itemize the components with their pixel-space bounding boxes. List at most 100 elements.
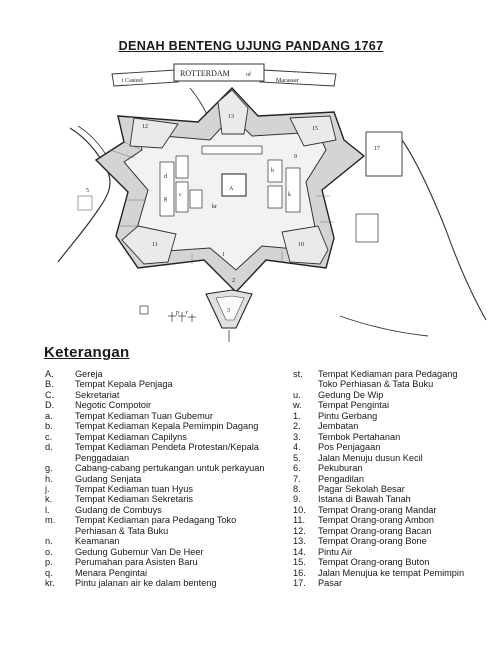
legend-value: Pengadilan <box>318 473 364 484</box>
legend-row: 8.Pagar Sekolah Besar <box>293 484 498 494</box>
legend-key: d. <box>45 442 53 453</box>
legend-value: Cabang-cabang pertukangan untuk perkayua… <box>75 463 265 474</box>
legend-value: Tempat Orang-orang Bone <box>318 536 427 547</box>
legend-value: Pintu Gerbang <box>318 410 378 421</box>
label-p: p <box>176 310 179 316</box>
legend-row: Penggadaian <box>45 453 295 463</box>
legend-row: 2. Jembatan <box>293 421 498 431</box>
legend-key: 1. <box>293 410 301 421</box>
legend-row: w.Tempat Pengintai <box>293 400 498 410</box>
legend-row: b.Tempat Kediaman Kepala Pemimpin Dagang <box>45 421 295 431</box>
bastion-15 <box>289 115 337 147</box>
river-right <box>401 139 487 321</box>
legend-key: q. <box>45 567 53 578</box>
legend-row: q. Menara Pengintai <box>45 568 295 578</box>
keterangan-heading: Keterangan <box>44 344 130 361</box>
river-left <box>57 127 111 263</box>
legend-value: Pagar Sekolah Besar <box>318 483 405 494</box>
legend-key: 6. <box>293 463 301 474</box>
legend-row: 3. Tembok Pertahanan <box>293 432 498 442</box>
church-a <box>221 173 247 197</box>
legend-row: k. Tempat Kediaman Sekretaris <box>45 494 295 504</box>
legend-value: Gudang Senjata <box>75 473 142 484</box>
building-17 <box>365 131 403 177</box>
legend-value: Tembok Pertahanan <box>318 431 401 442</box>
legend-row: 10.Tempat Orang-orang Mandar <box>293 505 498 515</box>
legend-key: 12. <box>293 525 306 536</box>
legend-row: m.Tempat Kediaman para Pedagang Toko <box>45 515 295 525</box>
label-c: c <box>179 192 182 198</box>
legend-row: C.Sekretariat <box>45 390 295 400</box>
legend-value: Pos Penjagaan <box>318 442 381 453</box>
label-5: 5 <box>86 188 89 194</box>
legend-key: B. <box>45 379 54 390</box>
label-kr: kr <box>212 204 217 210</box>
label-12: 12 <box>142 124 148 130</box>
legend-row: B. Tempat Kepala Penjaga <box>45 379 295 389</box>
legend-value: Tempat Orang-orang Bacan <box>318 525 432 536</box>
legend-key: m. <box>45 515 56 526</box>
legend-value: Keamanan <box>75 536 120 547</box>
legend-row: 9.Istana di Bawah Tanah <box>293 494 498 504</box>
legend-value: Tempat Kediaman Pendeta Protestan/Kepala <box>75 442 259 453</box>
legend-value: Tempat Kediaman Capilyns <box>75 431 187 442</box>
legend-key: 2. <box>293 421 301 432</box>
legend-key: 13. <box>293 536 306 547</box>
legend-row: h.Gudang Senjata <box>45 474 295 484</box>
legend-value: Jalan Menuju dusun Kecil <box>318 452 423 463</box>
legend-value: Sekretariat <box>75 389 120 400</box>
legend-value: Gedung Gubemur Van De Heer <box>75 546 204 557</box>
legend-row: 16.Jalan Menujua ke tempat Pemimpin <box>293 568 498 578</box>
bastion-10 <box>281 225 329 265</box>
legend-key <box>45 453 75 463</box>
legend-value: Gudang de Combuys <box>75 504 162 515</box>
legend-row: Toko Perhiasan & Tata Buku <box>293 379 498 389</box>
banner-left-text: t Casteel <box>122 78 143 84</box>
legend-value: Tempat Kediaman Tuan Gubemur <box>75 410 213 421</box>
legend-row: d. Tempat Kediaman Pendeta Protestan/Kepa… <box>45 442 295 452</box>
legend-row: p.Perumahan para Asisten Baru <box>45 557 295 567</box>
bastion-12 <box>129 117 179 149</box>
bastion-11 <box>121 225 177 265</box>
label-2: 2 <box>232 278 235 284</box>
legend-key: k. <box>45 494 53 505</box>
legend-key: a. <box>45 410 53 421</box>
legend-value: Tempat Kediaman Sekretaris <box>75 494 193 505</box>
legend-value: Menara Pengintai <box>75 567 148 578</box>
legend-row: 7.Pengadilan <box>293 474 498 484</box>
label-10: 10 <box>298 242 304 248</box>
river-bottom <box>339 315 429 337</box>
legend-value: Tempat Orang-orang Ambon <box>318 515 434 526</box>
legend-key: 15. <box>293 557 306 568</box>
legend-value: Gereja <box>75 369 103 379</box>
legend-key: p. <box>45 557 53 568</box>
label-13: 13 <box>228 114 234 120</box>
legend-row: 15.Tempat Orang-orang Buton <box>293 557 498 567</box>
legend-key: u. <box>293 389 301 400</box>
legend-key: c. <box>45 431 53 442</box>
legend-value: Jembatan <box>318 421 359 432</box>
legend-key: 16. <box>293 567 306 578</box>
legend-key: kr. <box>45 578 55 589</box>
banner-right-text: Macassar <box>276 78 299 84</box>
banner-scroll: t Casteel ROTTERDAM of Macassar <box>111 63 337 87</box>
banner-of-text: of <box>246 71 251 78</box>
legend-key: 3. <box>293 431 301 442</box>
legend-key: A. <box>45 369 54 379</box>
label-17: 17 <box>374 146 380 152</box>
legend-row: 4.Pos Penjagaan <box>293 442 498 452</box>
legend-key: D. <box>45 400 55 411</box>
legend-value: Istana di Bawah Tanah <box>318 494 411 505</box>
legend-row: 17.Pasar <box>293 578 498 588</box>
legend-row: 13. Tempat Orang-orang Bone <box>293 536 498 546</box>
label-g: g <box>164 196 167 202</box>
legend-key: n. <box>45 536 53 547</box>
label-15: 15 <box>312 126 318 132</box>
legend-key: 5. <box>293 452 301 463</box>
legend-row: g.Cabang-cabang pertukangan untuk perkay… <box>45 463 295 473</box>
legend-value: Pintu jalanan air ke dalam benteng <box>75 578 217 589</box>
legend-key: 14. <box>293 546 306 557</box>
legend-value: Tempat Kepala Penjaga <box>75 379 173 390</box>
legend-value: Tempat Kediaman para Pedagang <box>318 369 458 379</box>
